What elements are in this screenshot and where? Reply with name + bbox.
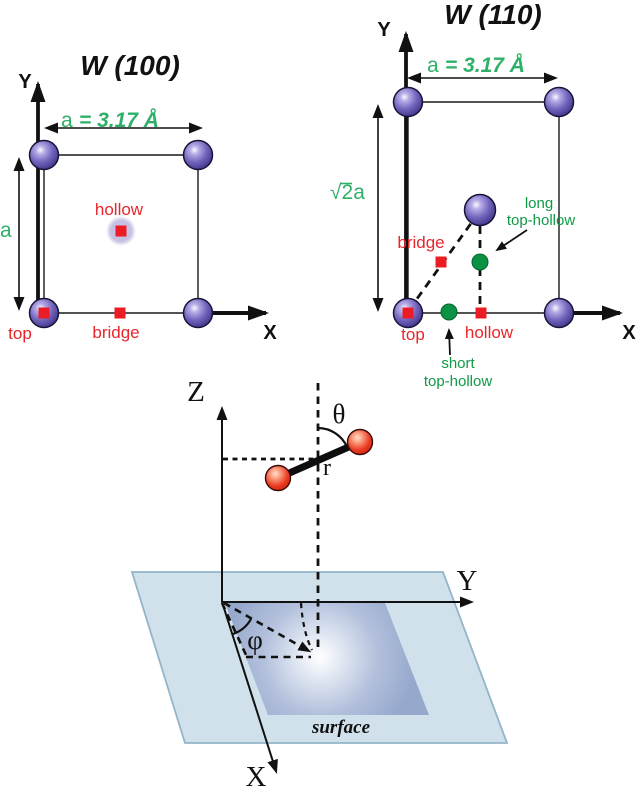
w110-top-site-marker (402, 307, 414, 319)
w-atom (543, 297, 575, 329)
w100-y-axis-label: Y (18, 71, 32, 93)
w110-long-top-hollow-label-line1: long (525, 195, 553, 212)
w-atom (392, 86, 424, 118)
coords-x-axis-arrow (221, 601, 278, 774)
w-atom (543, 86, 575, 118)
coords-z-axis-label: Z (187, 376, 205, 408)
projection-vector-dashed-arrow (223, 601, 312, 653)
w110-side-length-label: √2a (330, 181, 365, 204)
w100-side-length-label: a (0, 219, 12, 242)
w100-lattice-constant-value: = 3.17 Å (79, 108, 159, 132)
bond-length-label: r (323, 455, 331, 481)
w110-bridge-site-marker (435, 256, 447, 268)
w100-bridge-site-marker (114, 307, 126, 319)
w110-diagram: W (110) Y X a = 3.17 Å √2a bridge top ho… (330, 0, 636, 390)
w100-hollow-label: hollow (95, 200, 144, 219)
w110-hollow-label: hollow (465, 323, 514, 342)
w-atom-center (463, 193, 497, 227)
w110-long-top-hollow-site-marker (471, 253, 489, 271)
w100-diagram: W (100) Y X a = 3.17 Å a hollow top brid… (0, 50, 277, 344)
theta-label: θ (333, 399, 346, 429)
w-atom (182, 297, 214, 329)
phi-label: φ (247, 625, 263, 655)
w-atom (28, 139, 60, 171)
w100-lattice-constant-prefix: a (61, 109, 73, 132)
w110-title: W (110) (444, 0, 542, 30)
w100-hollow-site-marker (115, 225, 127, 237)
coords-x-axis-label: X (246, 761, 267, 788)
w110-lattice-constant-value: = 3.17 Å (445, 53, 525, 77)
coords-y-axis-label: Y (457, 565, 478, 597)
w110-short-top-hollow-pointer-arrow (444, 328, 454, 356)
radical-suffix: a (353, 181, 365, 204)
coordinate-diagram: Z Y X θ φ r surface (130, 376, 509, 788)
w110-lattice-constant-prefix: a (427, 54, 439, 77)
w100-bridge-label: bridge (92, 323, 139, 342)
molecule-atom (264, 464, 292, 492)
theta-angle-arc (317, 426, 349, 448)
surface-inner-patch (225, 603, 429, 715)
w100-top-site-marker (38, 307, 50, 319)
w110-short-top-hollow-label-line2: top-hollow (424, 373, 493, 390)
phi-angle-arc (232, 618, 252, 636)
w110-long-top-hollow-label-line2: top-hollow (507, 212, 576, 229)
w110-hollow-site-marker (475, 307, 487, 319)
molecule-atom (346, 428, 374, 456)
projection-dashed-arc (299, 602, 313, 651)
w-atom (182, 139, 214, 171)
w110-long-top-hollow-pointer-arrow (495, 229, 528, 252)
surface-label: surface (311, 717, 371, 738)
w100-x-axis-label: X (263, 322, 277, 344)
w100-top-label: top (8, 324, 32, 343)
projection-triangle-left-leg (220, 602, 248, 656)
w110-x-axis-label: X (622, 322, 636, 344)
radical-sign: √ (330, 181, 342, 204)
w100-title: W (100) (80, 50, 180, 81)
radicand: 2 (342, 181, 354, 204)
w110-y-axis-label: Y (377, 19, 391, 41)
w110-short-top-hollow-label-line1: short (441, 355, 475, 372)
w110-top-label: top (401, 325, 425, 344)
w110-bridge-label: bridge (397, 233, 444, 252)
molecule-bond (276, 438, 362, 482)
w110-short-top-hollow-site-marker (440, 303, 458, 321)
